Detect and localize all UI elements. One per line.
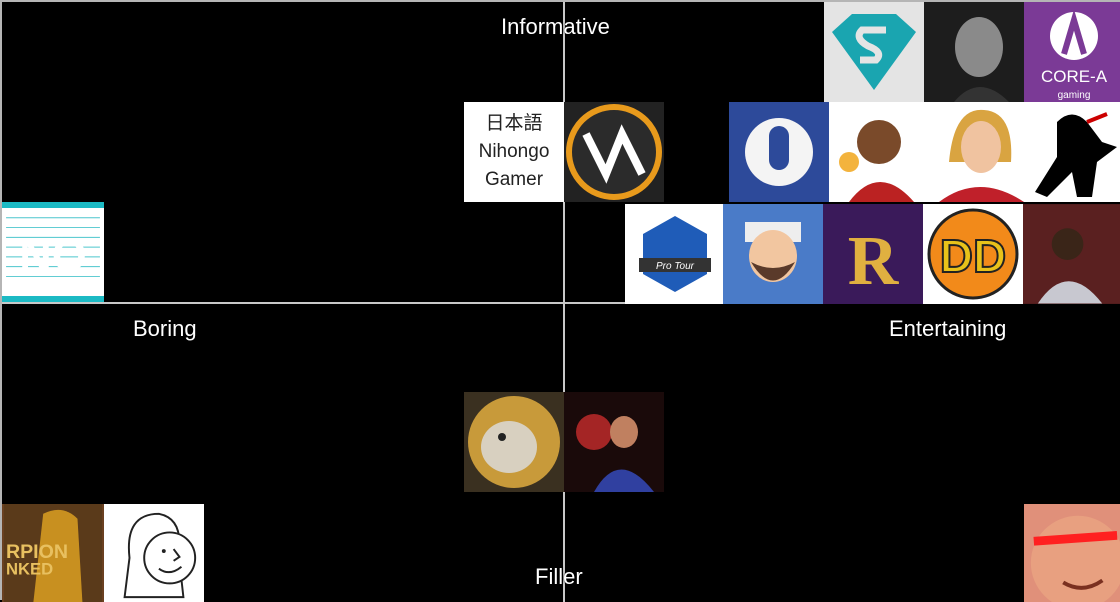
cartoon-fighter-tile[interactable] <box>829 102 929 202</box>
nihongo-line1: 日本語 <box>485 113 543 134</box>
svg-text:Pro Tour: Pro Tour <box>656 261 695 272</box>
person-photo-icon <box>1023 204 1120 304</box>
dd-logo-icon: DD <box>927 208 1019 300</box>
dd-logo-tile[interactable]: DD <box>923 204 1023 304</box>
core-a-logo-icon: CORE-A gaming <box>1041 9 1108 101</box>
va-logo-icon <box>566 104 662 200</box>
axis-label-left: Boring <box>133 316 197 341</box>
svg-text:DD: DD <box>940 230 1006 282</box>
nihongo-line2: Nihongo <box>478 141 550 162</box>
svg-text:gaming: gaming <box>1058 90 1091 101</box>
lion-avatar-icon <box>468 396 560 488</box>
ryu-silhouette-tile[interactable] <box>1027 102 1120 202</box>
svg-text:NO: NO <box>19 230 86 281</box>
nihongo-gamer-tile[interactable]: 日本語 Nihongo Gamer <box>464 102 564 202</box>
glasses-man-tile[interactable] <box>929 102 1029 202</box>
man-portrait-icon <box>924 2 1024 102</box>
axis-label-top: Informative <box>501 14 610 39</box>
fighter-art-tile[interactable] <box>564 392 664 492</box>
man-portrait-tile[interactable] <box>924 2 1024 102</box>
cartoon-fighter-icon <box>839 120 914 202</box>
wojak-mask-icon <box>123 512 197 599</box>
microphone-logo-tile[interactable] <box>729 102 829 202</box>
no-text-icon: NO <box>6 217 100 281</box>
svg-text:NKED: NKED <box>6 560 53 579</box>
capcom-pro-tour-tile[interactable]: Pro Tour <box>625 204 725 304</box>
microphone-icon <box>745 118 813 186</box>
r-logo-tile[interactable]: R <box>823 204 923 304</box>
bearded-avatar-tile[interactable] <box>723 204 823 304</box>
axis-label-right: Entertaining <box>889 316 1007 341</box>
axis-label-bottom: Filler <box>535 564 583 589</box>
horizontal-axis <box>2 302 1120 304</box>
glasses-man-icon <box>939 109 1024 202</box>
bearded-avatar-icon <box>745 222 801 282</box>
superman-logo-tile[interactable] <box>824 2 924 102</box>
nihongo-line3: Gamer <box>484 169 544 190</box>
wojak-mask-tile[interactable] <box>104 504 204 602</box>
r-logo-icon: R <box>848 223 900 300</box>
svg-text:R: R <box>848 223 900 300</box>
lion-avatar-tile[interactable] <box>464 392 564 492</box>
va-logo-tile[interactable] <box>564 102 664 202</box>
capcom-pro-tour-icon: Pro Tour <box>639 216 711 292</box>
fighter-art-icon <box>576 414 654 492</box>
laser-eyes-meme-tile[interactable] <box>1024 504 1120 602</box>
svg-text:CORE-A: CORE-A <box>1041 67 1108 86</box>
laser-eyes-meme-icon <box>1030 515 1120 602</box>
superman-logo-icon <box>832 14 916 90</box>
ryu-silhouette-icon <box>1035 112 1117 197</box>
no-text-image-tile[interactable]: NO <box>2 202 104 302</box>
core-a-gaming-tile[interactable]: CORE-A gaming <box>1024 2 1120 102</box>
person-photo-tile[interactable] <box>1023 204 1120 304</box>
svg-text:RPION: RPION <box>6 541 68 563</box>
